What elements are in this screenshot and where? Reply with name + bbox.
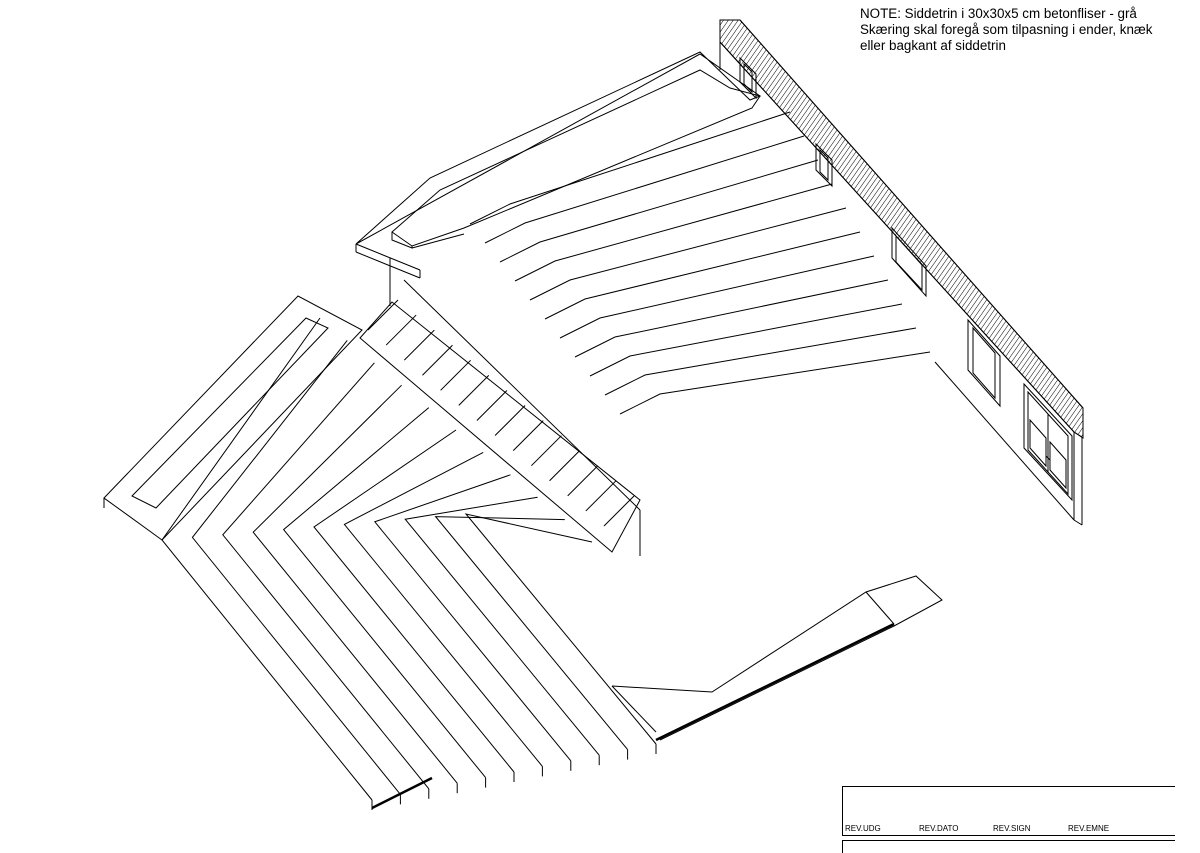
stair-tread-11 bbox=[549, 450, 580, 482]
step-upper-4 bbox=[514, 183, 833, 282]
step-front-7 bbox=[343, 451, 543, 767]
stair-tread-8 bbox=[494, 405, 526, 436]
step-upper-9 bbox=[589, 303, 903, 377]
stair-tread-7 bbox=[476, 390, 508, 421]
title-block-lower-box bbox=[842, 840, 1175, 853]
step-front-5 bbox=[282, 407, 486, 778]
stair-tread-9 bbox=[512, 420, 544, 451]
stair-tread-5 bbox=[440, 359, 471, 391]
step-front-10 bbox=[434, 516, 628, 750]
drawing-note: NOTE: Siddetrin i 30x30x5 cm betonfliser… bbox=[860, 6, 1190, 54]
window-upper bbox=[815, 142, 833, 188]
note-line-3: eller bagkant af siddetrin bbox=[860, 38, 1006, 53]
step-front-11 bbox=[464, 513, 657, 745]
step-front-6 bbox=[313, 429, 515, 773]
step-upper-1 bbox=[469, 111, 791, 225]
step-upper-2 bbox=[484, 135, 805, 244]
step-upper-7 bbox=[559, 255, 875, 339]
stair-tread-10 bbox=[531, 435, 562, 467]
stair-tread-2 bbox=[385, 314, 417, 346]
upper-bench bbox=[391, 69, 761, 249]
step-upper-8 bbox=[574, 279, 889, 358]
step-upper-6 bbox=[544, 231, 861, 320]
rev-emne-label: REV.EMNE bbox=[1068, 824, 1110, 833]
step-front-9 bbox=[404, 496, 600, 756]
step-upper-11 bbox=[619, 351, 931, 415]
central-stair bbox=[359, 279, 641, 556]
rev-dato-label: REV.DATO bbox=[919, 824, 959, 833]
roof-edge bbox=[719, 19, 1084, 439]
step-front-4 bbox=[252, 384, 458, 784]
ramp bbox=[611, 575, 943, 742]
step-front-3 bbox=[222, 362, 430, 790]
upper-platform bbox=[355, 51, 762, 306]
building-wall bbox=[719, 19, 1084, 526]
step-upper-5 bbox=[529, 207, 847, 301]
base-edge bbox=[371, 776, 433, 810]
seating-steps bbox=[161, 111, 931, 810]
step-upper-3 bbox=[499, 159, 819, 263]
door bbox=[1023, 382, 1073, 502]
window-middle bbox=[891, 226, 927, 298]
stair-tread-13 bbox=[585, 480, 617, 512]
note-line-1: NOTE: Siddetrin i 30x30x5 cm betonfliser… bbox=[860, 6, 1137, 21]
note-line-2: Skæring skal foregå som tilpasning i end… bbox=[860, 22, 1153, 37]
stair-tread-3 bbox=[403, 329, 435, 361]
window-lower bbox=[967, 318, 1001, 408]
step-front-8 bbox=[373, 474, 572, 762]
stair-tread-1 bbox=[367, 299, 399, 331]
stair-tread-14 bbox=[603, 495, 635, 527]
rev-sign-label: REV.SIGN bbox=[993, 824, 1031, 833]
left-platform bbox=[103, 295, 363, 541]
stair-tread-12 bbox=[567, 465, 599, 497]
left-bench bbox=[131, 317, 329, 509]
stair-tread-4 bbox=[422, 344, 453, 376]
rev-udg-label: REV.UDG bbox=[845, 824, 881, 833]
step-upper-10 bbox=[604, 327, 917, 396]
revision-title-block: REV.UDG REV.DATO REV.SIGN REV.EMNE bbox=[842, 786, 1175, 836]
stair-tread-6 bbox=[458, 375, 490, 406]
step-front-2 bbox=[191, 340, 401, 795]
